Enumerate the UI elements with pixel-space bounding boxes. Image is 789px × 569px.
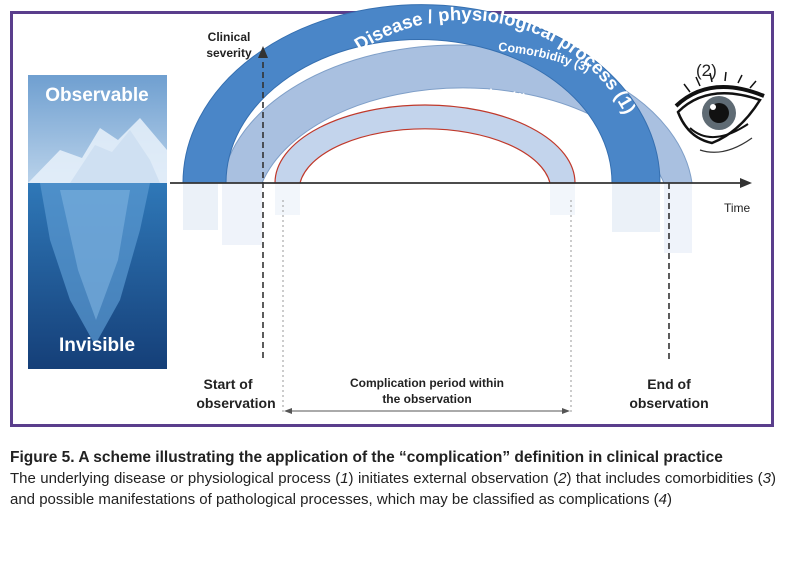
observable-label: Observable bbox=[45, 85, 149, 106]
caption-body: The underlying disease or physiological … bbox=[10, 468, 776, 510]
disease-arc bbox=[182, 4, 661, 184]
caption-text-segment: ) and possible manifestations of patholo… bbox=[10, 470, 776, 508]
complication-arc bbox=[274, 104, 576, 184]
caption-text-segment: The underlying disease or physiological … bbox=[10, 470, 341, 487]
start-observation-label-line1: Start of bbox=[204, 376, 253, 392]
arc-shadows bbox=[183, 183, 692, 253]
time-axis-arrow bbox=[740, 178, 752, 188]
severity-axis-label-line1: Clinical bbox=[208, 30, 251, 44]
time-axis-label: Time bbox=[724, 201, 751, 215]
complication-period-arrow-left-head bbox=[284, 408, 292, 414]
iceberg-image: Observable Invisible bbox=[28, 75, 167, 369]
caption-title: Figure 5. A scheme illustrating the appl… bbox=[10, 449, 723, 466]
caption-ref-number: 2 bbox=[558, 470, 567, 487]
complication-period-label-line2: the observation bbox=[382, 392, 471, 406]
caption-ref-number: 3 bbox=[762, 470, 771, 487]
caption-ref-number: 4 bbox=[658, 491, 668, 508]
caption-text-segment: ) initiates external observation ( bbox=[348, 470, 559, 487]
caption-ref-number: 1 bbox=[340, 470, 349, 487]
invisible-label: Invisible bbox=[59, 335, 135, 356]
end-observation-label-line1: End of bbox=[647, 376, 691, 392]
eye-icon bbox=[674, 71, 765, 153]
caption-text-segment: ) that includes comorbidities ( bbox=[566, 470, 763, 487]
complication-period-label-line1: Complication period within bbox=[350, 376, 504, 390]
complication-scheme-diagram: Observable Invisible Comorbidity (3) Dis… bbox=[28, 3, 765, 415]
severity-axis-arrow bbox=[258, 46, 268, 58]
caption-text-segment: ) bbox=[667, 491, 673, 508]
complication-arc-label: Complication (4) bbox=[429, 86, 527, 105]
observer-label: (2) bbox=[696, 61, 717, 80]
end-observation-label-line2: observation bbox=[629, 395, 708, 411]
start-observation-label-line2: observation bbox=[196, 395, 275, 411]
severity-axis-label-line2: severity bbox=[206, 46, 252, 60]
complication-period-arrow-right-head bbox=[562, 408, 570, 414]
figure-caption: Figure 5. A scheme illustrating the appl… bbox=[10, 448, 776, 510]
